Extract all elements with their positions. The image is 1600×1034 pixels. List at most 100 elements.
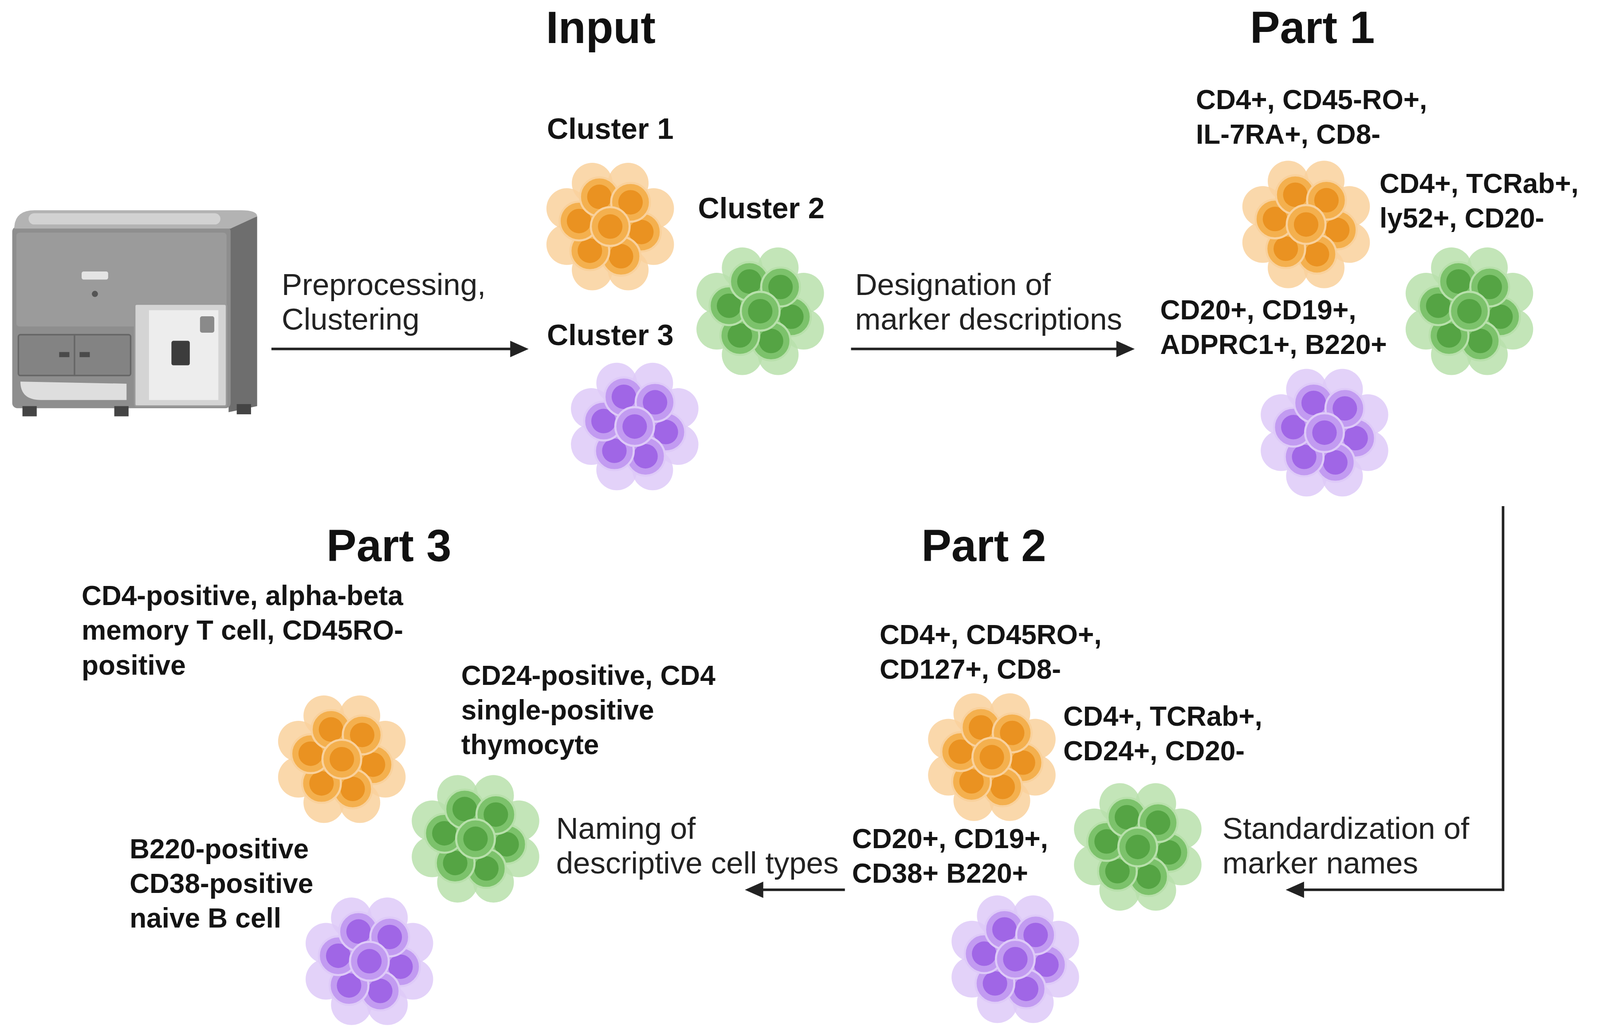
cell-cluster-icon (540, 157, 680, 296)
marker-label: CD20+, CD19+, CD38+ B220+ (852, 822, 1053, 892)
cell-nucleus (357, 948, 382, 974)
cell-type-label: CD24-positive, CD4 single-positive thymo… (461, 659, 720, 763)
stage-title: Part 1 (1250, 2, 1375, 54)
cell-body (349, 941, 389, 981)
cell-cluster: CD20+, CD19+, ADPRC1+, B220+ (1160, 294, 1395, 503)
cluster-label: Cluster 3 (546, 316, 678, 354)
cell-nucleus (587, 184, 612, 209)
cell-nucleus (1467, 328, 1493, 354)
cell-cluster: CD4-positive, alpha-beta memory T cell, … (81, 579, 412, 829)
cell-nucleus (622, 414, 647, 439)
cell-nucleus (747, 298, 773, 324)
machine-foot (22, 406, 37, 417)
cell-nucleus (758, 328, 784, 354)
sample-port (171, 340, 190, 366)
cell-nucleus (990, 774, 1015, 799)
cell-body (1450, 291, 1489, 331)
sample-compartment (134, 304, 227, 407)
cell-nucleus (608, 243, 633, 269)
machine-badge (81, 271, 109, 280)
cell-nucleus (1304, 241, 1329, 267)
step-label: Designation of marker descriptions (855, 267, 1131, 337)
cell-nucleus (992, 917, 1017, 942)
cell-nucleus (1457, 298, 1482, 324)
cell-cluster: Cluster 1 (540, 110, 680, 296)
cell-cluster-icon (922, 687, 1062, 827)
cell-cluster: CD4+, TCRab+, ly52+, CD20- (1379, 167, 1583, 381)
cell-cluster-icon (1068, 777, 1208, 917)
machine-drawer (18, 334, 131, 376)
cell-nucleus (737, 269, 762, 294)
cell-nucleus (1014, 976, 1039, 1002)
stage-title: Part 2 (921, 520, 1046, 572)
marker-label: CD4+, CD45-RO+, IL-7RA+, CD8- (1195, 83, 1431, 153)
flow-arrow (744, 881, 845, 899)
marker-label: CD20+, CD19+, ADPRC1+, B220+ (1160, 294, 1392, 363)
stage-title: Part 3 (326, 520, 452, 572)
step-label: Naming of descriptive cell types (556, 811, 845, 881)
cell-nucleus (968, 715, 994, 740)
cell-nucleus (368, 978, 393, 1003)
cell-cluster-icon (406, 769, 546, 909)
flow-cytometer-icon (12, 210, 258, 417)
cell-nucleus (633, 444, 658, 469)
cell-nucleus (597, 214, 623, 239)
cell-nucleus (1293, 212, 1319, 237)
cell-cluster: B220-positive CD38-positive naive B cell (129, 832, 439, 1031)
cell-nucleus (1446, 269, 1471, 294)
cell-body (995, 939, 1035, 979)
cell-cluster-icon (1254, 363, 1394, 503)
cell-nucleus (1114, 805, 1140, 830)
cell-cluster: Cluster 3 (546, 316, 704, 496)
cell-cluster-icon (1236, 155, 1376, 295)
machine-dot (91, 290, 99, 298)
stage-group: Part 1 CD4+, CD45-RO+, IL-7RA+, CD8- CD4+,… (1134, 0, 1597, 507)
machine-foot (236, 404, 252, 415)
cell-cluster-icon (299, 892, 439, 1031)
arrow-line (761, 888, 846, 892)
machine-lid (28, 213, 221, 225)
stage-group: Part 3 CD4-positive, alpha-beta memory T … (73, 513, 746, 1034)
cell-nucleus (1002, 947, 1028, 972)
machine-knob (200, 316, 215, 333)
cell-body (456, 819, 495, 858)
cell-body (1286, 204, 1326, 244)
cluster-label: Cluster 2 (697, 189, 829, 227)
arrow-head (1116, 340, 1135, 358)
cell-body (1305, 413, 1344, 453)
drawer-divider (73, 334, 75, 376)
cell-cluster: CD20+, CD19+, CD38+ B220+ (852, 822, 1085, 1029)
arrow-head (744, 881, 763, 899)
cell-nucleus (1282, 182, 1308, 207)
cell-nucleus (474, 856, 499, 881)
stage-group: InputCluster 1 Cluster 2 Cluster 3 (532, 0, 852, 506)
step-label: Preprocessing, Clustering (281, 267, 502, 337)
step-label: Standardization of marker names (1222, 811, 1483, 881)
preprocessing-arrow (271, 340, 529, 358)
cell-cluster-icon (1399, 241, 1539, 381)
cell-body (615, 407, 654, 446)
stage-title: Input (546, 2, 656, 54)
marker-label: CD4+, TCRab+, CD24+, CD20- (1063, 699, 1267, 769)
drawer-handle (58, 352, 70, 358)
machine-foot (114, 406, 129, 417)
cell-type-label: CD4-positive, alpha-beta memory T cell, … (81, 579, 408, 684)
stage-group: Part 2CD4+, CD45RO+, CD127+, CD8-CD4+, T… (845, 513, 1286, 1033)
machine-body (12, 226, 231, 409)
cell-body (590, 207, 630, 246)
cell-body (1118, 827, 1157, 867)
cell-nucleus (318, 717, 344, 742)
cell-cluster-icon (272, 689, 412, 829)
cell-nucleus (1312, 420, 1337, 445)
arrow-line (851, 347, 1119, 351)
cell-nucleus (452, 796, 477, 822)
cell-nucleus (463, 826, 488, 851)
sample-window (149, 310, 219, 400)
arrow-head (1285, 881, 1304, 899)
cell-nucleus (1323, 450, 1348, 475)
cell-type-label: B220-positive CD38-positive naive B cell (129, 832, 318, 936)
machine-tray (20, 381, 127, 400)
cell-nucleus (1125, 834, 1150, 860)
cell-nucleus (1136, 864, 1161, 889)
